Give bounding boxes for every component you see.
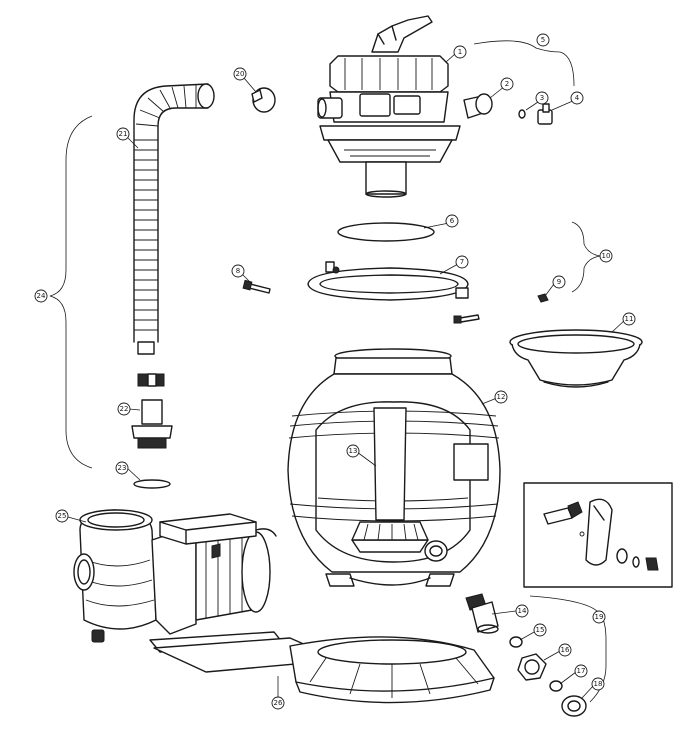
- callout-16: 16: [558, 643, 572, 657]
- callout-label: 4: [575, 94, 580, 102]
- callout-label: 11: [625, 315, 634, 323]
- callout-label: 23: [118, 464, 127, 472]
- outlet-o-ring-2: [549, 680, 563, 692]
- callout-3: 3: [535, 91, 549, 105]
- gauge-cap: [463, 93, 493, 119]
- outlet-union-nut: [517, 653, 547, 681]
- callout-label: 8: [236, 267, 240, 275]
- outlet-o-ring: [509, 636, 523, 648]
- callout-18: 18: [591, 677, 605, 691]
- callout-2: 2: [500, 77, 514, 91]
- callout-label: 17: [577, 667, 586, 675]
- hose-coupling: [131, 373, 173, 449]
- callout-8: 8: [231, 264, 245, 278]
- callout-25: 25: [55, 509, 69, 523]
- flexible-hose: [133, 83, 215, 355]
- callout-15: 15: [533, 623, 547, 637]
- callout-6: 6: [445, 214, 459, 228]
- bracket-5: [473, 40, 575, 87]
- tank-stand: [153, 636, 495, 704]
- callout-label: 12: [497, 393, 506, 401]
- callout-13: 13: [346, 444, 360, 458]
- clamp-bolt: [242, 279, 271, 294]
- callout-11: 11: [622, 312, 636, 326]
- callout-4: 4: [570, 91, 584, 105]
- callout-7: 7: [455, 255, 469, 269]
- callout-label: 16: [561, 646, 570, 654]
- callout-label: 5: [541, 36, 545, 44]
- gauge-fitting: [537, 103, 553, 125]
- callout-label: 21: [119, 130, 128, 138]
- callout-5: 5: [536, 33, 550, 47]
- callout-label: 3: [540, 94, 544, 102]
- callout-10: 10: [599, 249, 613, 263]
- multiport-valve: [317, 15, 461, 198]
- callout-label: 10: [602, 252, 611, 260]
- callout-26: 26: [271, 696, 285, 710]
- gauge-o-ring: [518, 109, 526, 119]
- tank-clamp: [307, 261, 469, 301]
- callout-17: 17: [574, 664, 588, 678]
- callout-label: 13: [349, 447, 358, 455]
- callout-22: 22: [117, 402, 131, 416]
- callout-23: 23: [115, 461, 129, 475]
- clamp-bolt-2: [453, 314, 480, 324]
- callout-label: 15: [536, 626, 545, 634]
- callout-1: 1: [453, 45, 467, 59]
- callout-label: 6: [450, 217, 455, 225]
- outlet-adapter: [465, 593, 499, 634]
- callout-20: 20: [233, 67, 247, 81]
- clamp-nut: [537, 293, 549, 303]
- callout-label: 9: [557, 278, 561, 286]
- hose-clamp: [251, 87, 276, 113]
- callout-label: 20: [236, 70, 245, 78]
- callout-label: 24: [37, 292, 46, 300]
- callout-9: 9: [552, 275, 566, 289]
- callout-label: 22: [120, 405, 129, 413]
- fitting-kit-inset: [523, 482, 673, 588]
- callout-24: 24: [34, 289, 48, 303]
- callout-19: 19: [592, 610, 606, 624]
- standpipe-laterals: [351, 407, 429, 553]
- callout-12: 12: [494, 390, 508, 404]
- bracket-10: [571, 221, 601, 293]
- callout-label: 2: [505, 80, 509, 88]
- callout-label: 1: [458, 48, 462, 56]
- leader-lines: [67, 53, 626, 699]
- callout-14: 14: [515, 604, 529, 618]
- callout-label: 25: [58, 512, 67, 520]
- coupling-o-ring: [133, 479, 171, 489]
- outlet-tail: [561, 695, 587, 717]
- bracket-24: [49, 115, 93, 469]
- callout-label: 14: [518, 607, 527, 615]
- callout-label: 7: [460, 258, 464, 266]
- callout-21: 21: [116, 127, 130, 141]
- callout-label: 19: [595, 613, 604, 621]
- callout-label: 26: [274, 699, 283, 707]
- pool-pump: [73, 509, 283, 653]
- callout-label: 18: [594, 680, 603, 688]
- dome-cover: [509, 329, 643, 388]
- valve-o-ring: [337, 222, 435, 242]
